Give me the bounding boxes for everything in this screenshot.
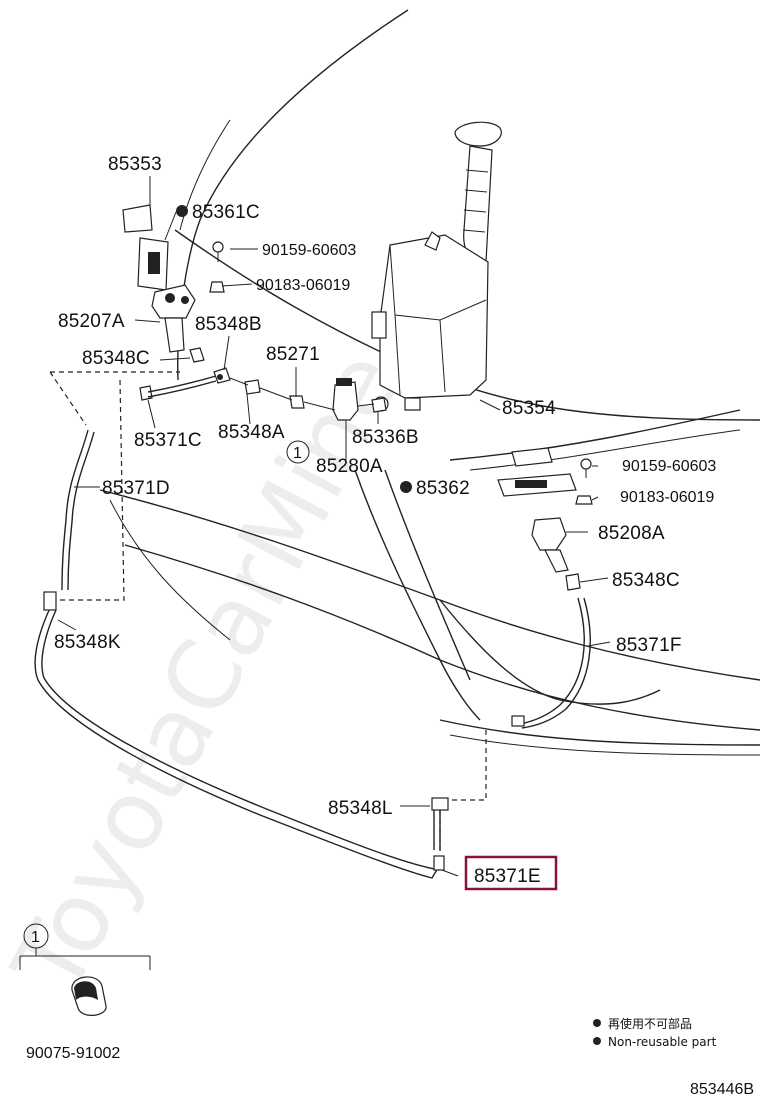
label-85207A: 85207A (58, 311, 125, 332)
label-85348B: 85348B (195, 314, 262, 335)
callout-1-small: 1 (293, 445, 302, 462)
label-85348A: 85348A (218, 422, 285, 443)
non-reusable-bullet (176, 205, 188, 217)
label-85348K: 85348K (54, 632, 121, 653)
right-nozzle-assembly (497, 447, 581, 591)
label-85271: 85271 (266, 344, 320, 365)
legend: 再使用不可部品 Non-reusable part (593, 1016, 717, 1049)
clamp-detail-inset: 1 90075-91002 (19, 923, 151, 1062)
label-90075-91002: 90075-91002 (26, 1045, 120, 1062)
leader-lines (57, 176, 611, 877)
washer-tank (371, 121, 502, 412)
label-85361C: 85361C (192, 202, 260, 223)
label-90183-top: 90183-06019 (256, 277, 350, 294)
label-90183-right: 90183-06019 (620, 489, 714, 506)
diagram-id: 853446B (690, 1081, 754, 1098)
label-85354: 85354 (502, 398, 556, 419)
label-85371D: 85371D (102, 478, 170, 499)
callout-1-large: 1 (31, 929, 40, 946)
label-85348C-right: 85348C (612, 570, 680, 591)
label-90159-top: 90159-60603 (262, 242, 356, 259)
legend-line-jp: 再使用不可部品 (608, 1016, 692, 1031)
part-labels: 85353 85361C 90159-60603 90183-06019 852… (54, 154, 716, 887)
label-85348L: 85348L (328, 798, 393, 819)
label-85353: 85353 (108, 154, 162, 175)
label-85280A: 85280A (316, 456, 383, 477)
selected-part-highlight[interactable] (464, 855, 558, 891)
label-85371F: 85371F (616, 635, 682, 656)
label-85362: 85362 (416, 478, 470, 499)
left-nozzle-assembly (122, 204, 231, 384)
pump-and-connectors: 1 (139, 375, 387, 464)
label-90159-right: 90159-60603 (622, 458, 716, 475)
label-85371E: 85371E (474, 866, 541, 887)
fasteners (209, 241, 593, 505)
label-85208A: 85208A (598, 523, 665, 544)
group-dashed-lines (49, 371, 487, 855)
non-reusable-bullet (400, 481, 412, 493)
label-85336B: 85336B (352, 427, 419, 448)
hoses (34, 429, 591, 879)
label-85371C: 85371C (134, 430, 202, 451)
legend-line-en: Non-reusable part (608, 1035, 717, 1049)
label-85348C-left: 85348C (82, 348, 150, 369)
